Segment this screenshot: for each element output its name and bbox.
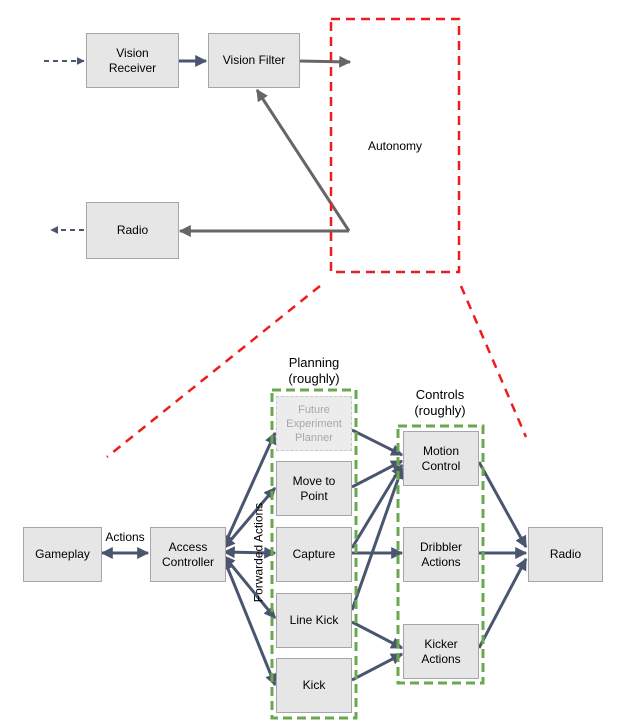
planning-label: Planning (roughly) bbox=[288, 355, 340, 386]
vision-receiver-box: Vision Receiver bbox=[86, 33, 179, 88]
move-to-point-box: Move to Point bbox=[276, 461, 352, 516]
zoom-line-left bbox=[106, 285, 321, 458]
motion-control-box: Motion Control bbox=[403, 431, 479, 486]
arrows-planners-to-controls bbox=[350, 428, 405, 682]
kicker-actions-box: Kicker Actions bbox=[403, 624, 479, 679]
actions-label: Actions bbox=[105, 530, 145, 544]
kick-box: Kick bbox=[276, 658, 352, 713]
capture-box: Capture bbox=[276, 527, 352, 582]
arrows-access-to-planners bbox=[222, 431, 277, 687]
vision-filter-box: Vision Filter bbox=[208, 33, 300, 88]
controls-label: Controls (roughly) bbox=[414, 387, 466, 418]
gameplay-box: Gameplay bbox=[23, 527, 102, 582]
autonomy-region bbox=[329, 17, 461, 274]
arrows-controls-to-radio bbox=[477, 461, 528, 649]
line-kick-box: Line Kick bbox=[276, 593, 352, 648]
access-controller-box: Access Controller bbox=[150, 527, 226, 582]
future-experiment-planner-box: Future Experiment Planner bbox=[276, 396, 352, 451]
controls-group bbox=[396, 424, 485, 685]
radio-box-bottom: Radio bbox=[528, 527, 603, 582]
zoom-line-right bbox=[459, 285, 528, 438]
planning-group bbox=[270, 388, 358, 720]
arrow-autonomy-to-filter-and-radio bbox=[178, 88, 351, 237]
forwarded-actions-label: Forwarded Actions bbox=[251, 502, 266, 603]
arrow-filter-to-autonomy bbox=[298, 55, 352, 68]
radio-box-top: Radio bbox=[86, 202, 179, 259]
autonomy-label: Autonomy bbox=[367, 139, 423, 153]
dribbler-actions-box: Dribbler Actions bbox=[403, 527, 479, 582]
